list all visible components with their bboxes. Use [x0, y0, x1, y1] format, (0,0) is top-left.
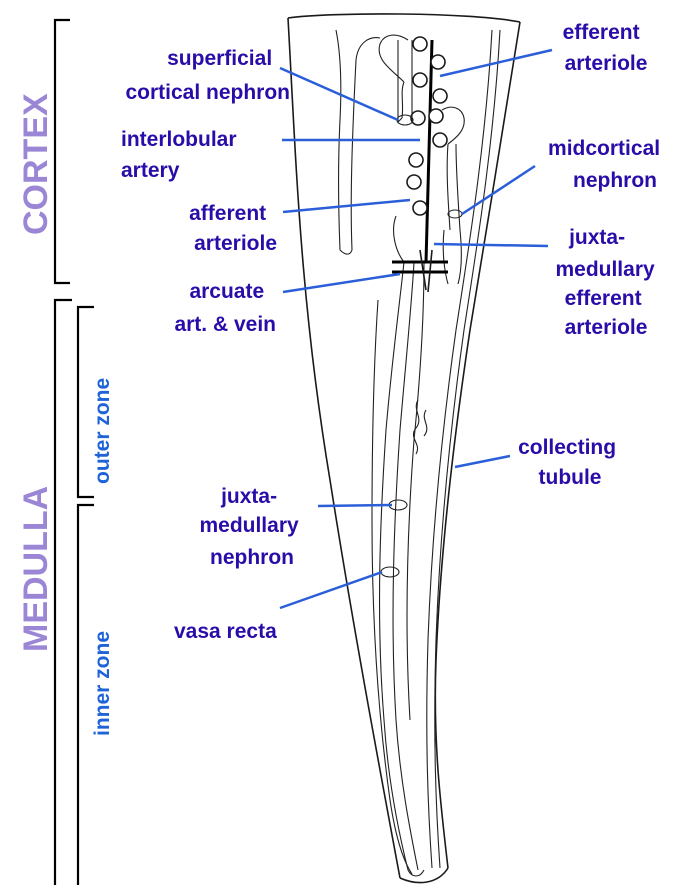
- collecting-tubule: [427, 30, 500, 868]
- pointer-lines: [280, 50, 552, 608]
- superficial-cortical-nephron-label: superficial cortical nephron: [125, 47, 290, 104]
- medulla-bracket: [55, 300, 72, 885]
- juxtamedullary-nephron-drawing: [372, 216, 424, 876]
- medulla-label: MEDULLA: [17, 486, 55, 652]
- outer-zone-label: outer zone: [91, 378, 114, 484]
- efferent-arteriole-label: efferent arteriole: [563, 21, 648, 75]
- midcortical-nephron-drawing: [442, 107, 464, 284]
- afferent-arteriole-label: afferent arteriole: [189, 202, 277, 255]
- inner-zone-label: inner zone: [91, 631, 114, 736]
- renal-pyramid-outline: [288, 14, 520, 883]
- arcuate-art-vein-label: arcuate art. & vein: [174, 280, 276, 336]
- collecting-tubule-label: collecting tubule: [518, 436, 622, 489]
- juxtamedullary-nephron-label: juxta- medullary nephron: [199, 485, 304, 569]
- interlobular-artery-label: interlobular artery: [121, 128, 242, 182]
- midcortical-nephron-label: midcortical nephron: [548, 137, 666, 192]
- vasa-recta-label: vasa recta: [174, 620, 277, 643]
- superficial-cortical-nephron-drawing: [336, 30, 413, 254]
- juxtamedullary-efferent-arteriole-label: juxta- medullary efferent arteriole: [555, 226, 660, 339]
- interlobular-artery: [426, 40, 432, 262]
- cortex-bracket: [55, 20, 70, 283]
- cortex-label: CORTEX: [17, 93, 55, 235]
